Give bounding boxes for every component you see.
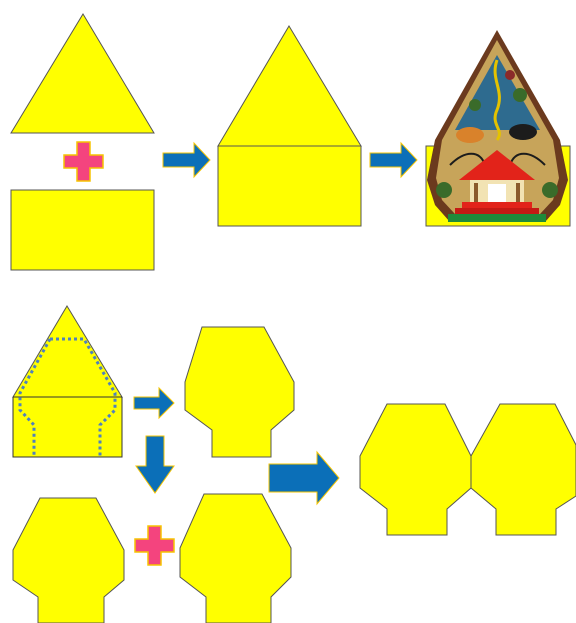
triangle-shape [11, 14, 154, 133]
plus-sign-bottom [135, 526, 174, 565]
combined-rectangle [218, 146, 361, 226]
arrow-right-4 [269, 452, 339, 504]
rectangle-shape [11, 190, 154, 270]
gunungan-shape-3 [180, 494, 291, 623]
combined-shape [218, 26, 361, 226]
arrow-down [136, 436, 174, 493]
arrow-right-3 [134, 388, 174, 418]
outline-triangle [13, 306, 122, 397]
arrow-right-1 [163, 143, 210, 177]
plus-sign-top [64, 142, 103, 181]
joined-right [471, 404, 576, 535]
joined-left [360, 404, 471, 535]
traced-outline [13, 306, 122, 457]
joined-pair [360, 404, 576, 535]
gunungan-shape-1 [185, 327, 294, 457]
wayang-gunungan-image [426, 30, 570, 226]
combined-triangle [218, 26, 361, 146]
arrow-right-2 [370, 143, 417, 177]
outline-rectangle [13, 397, 122, 457]
gunungan-shape-2 [13, 498, 124, 623]
